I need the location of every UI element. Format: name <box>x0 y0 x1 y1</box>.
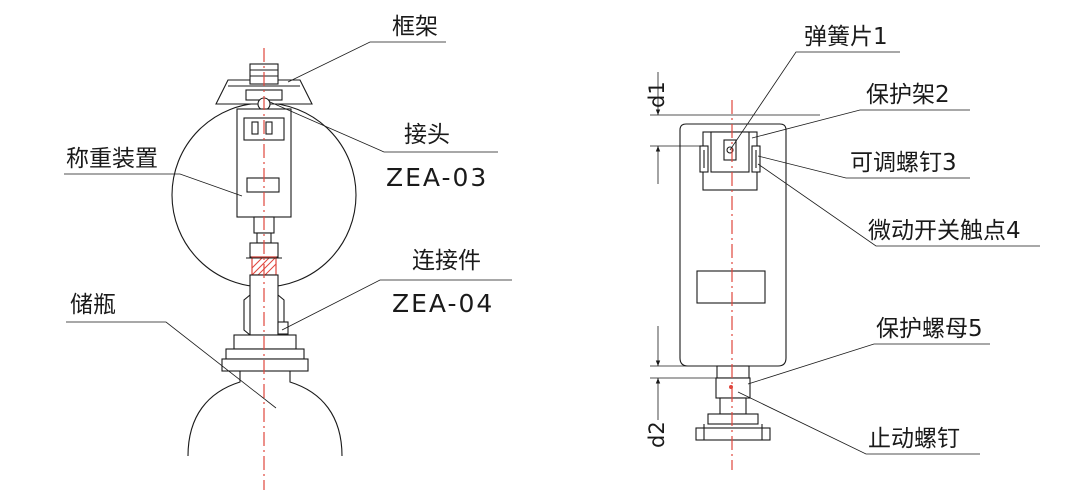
dimension-d1: d1 <box>645 72 820 184</box>
label-joint: 接头 <box>404 122 450 148</box>
label-joint-code: ZEA-03 <box>386 163 488 192</box>
leader-frame <box>287 41 446 83</box>
leader-stop-screw <box>737 391 980 455</box>
label-connector: 连接件 <box>412 248 481 274</box>
dimension-d2: d2 <box>645 326 716 448</box>
right-figure: d1 d2 弹簧片1 保护架2 可调螺钉3 微动开关触点4 保护螺母5 止动螺钉 <box>645 24 1040 470</box>
label-adjust-screw: 可调螺钉3 <box>850 150 957 176</box>
display-window <box>696 270 766 304</box>
leader-weighing <box>64 173 243 197</box>
label-nut: 保护螺母5 <box>876 316 983 342</box>
label-weighing: 称重装置 <box>66 146 158 172</box>
label-spring: 弹簧片1 <box>804 24 888 50</box>
leader-cylinder <box>66 321 277 409</box>
leader-adjust-screw <box>757 155 970 179</box>
dim-d1-text: d1 <box>645 81 669 108</box>
gas-cylinder <box>187 371 343 457</box>
leader-nut <box>747 343 990 385</box>
label-microswitch: 微动开关触点4 <box>868 218 1021 244</box>
label-connector-code: ZEA-04 <box>392 289 494 318</box>
dim-d2-text: d2 <box>645 421 669 448</box>
nut-assembly <box>695 365 771 441</box>
label-frame: 框架 <box>392 14 438 40</box>
label-guard: 保护架2 <box>866 82 950 108</box>
leader-guard <box>751 109 970 139</box>
label-stop-screw: 止动螺钉 <box>868 426 960 452</box>
leader-spring <box>729 51 900 151</box>
left-figure: 框架 接头 ZEA-03 称重装置 连接件 ZEA-04 储瓶 <box>64 14 512 490</box>
label-cylinder: 储瓶 <box>70 292 116 318</box>
leader-joint <box>269 101 498 153</box>
leader-connector <box>281 279 512 331</box>
leader-microswitch <box>757 163 1040 247</box>
guard-assembly <box>699 131 761 191</box>
